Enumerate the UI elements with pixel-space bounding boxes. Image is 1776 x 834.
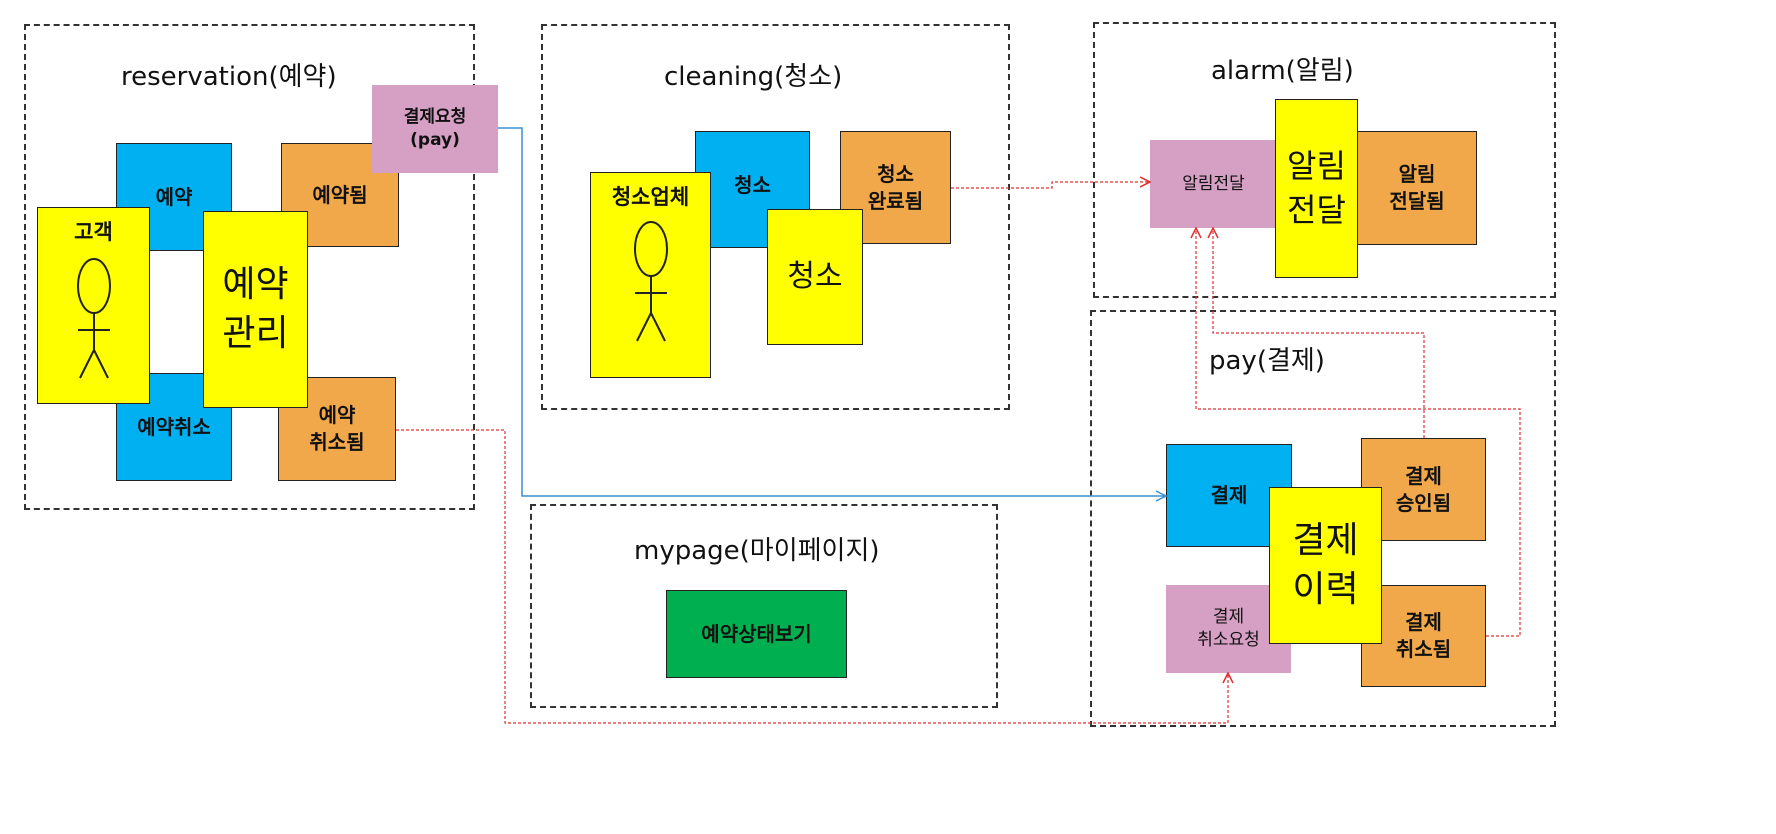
alarm-delivered-event[interactable]: 알림 전달됨	[1357, 131, 1477, 245]
reservation-zone	[24, 24, 475, 510]
mypage-zone-title: mypage(마이페이지)	[634, 536, 880, 566]
alarm-zone-title: alarm(알림)	[1211, 56, 1354, 86]
alarm-delivery-aggregate[interactable]: 알림 전달	[1275, 99, 1358, 278]
reservation-zone-title: reservation(예약)	[121, 62, 337, 92]
pay-history-aggregate[interactable]: 결제 이력	[1269, 487, 1382, 644]
pay-zone-title: pay(결제)	[1209, 346, 1325, 376]
reservation-status-readmodel[interactable]: 예약상태보기	[666, 590, 847, 678]
stick-figure-icon	[77, 258, 111, 379]
customer-actor[interactable]: 고객	[37, 207, 150, 404]
pay-request-policy[interactable]: 결제요청 (pay)	[372, 85, 498, 173]
alarm-delivery-policy[interactable]: 알림전달	[1150, 140, 1277, 228]
cleaning-aggregate[interactable]: 청소	[767, 209, 863, 345]
customer-actor-label: 고객	[74, 220, 113, 244]
cleaning-company-actor-label: 청소업체	[611, 185, 690, 209]
reserve-command[interactable]: 예약	[116, 143, 232, 251]
cleaning-zone-title: cleaning(청소)	[664, 62, 843, 92]
stick-figure-icon	[634, 221, 668, 342]
reservation-management-aggregate[interactable]: 예약 관리	[203, 211, 308, 408]
cleaning-company-actor[interactable]: 청소업체	[590, 172, 711, 378]
